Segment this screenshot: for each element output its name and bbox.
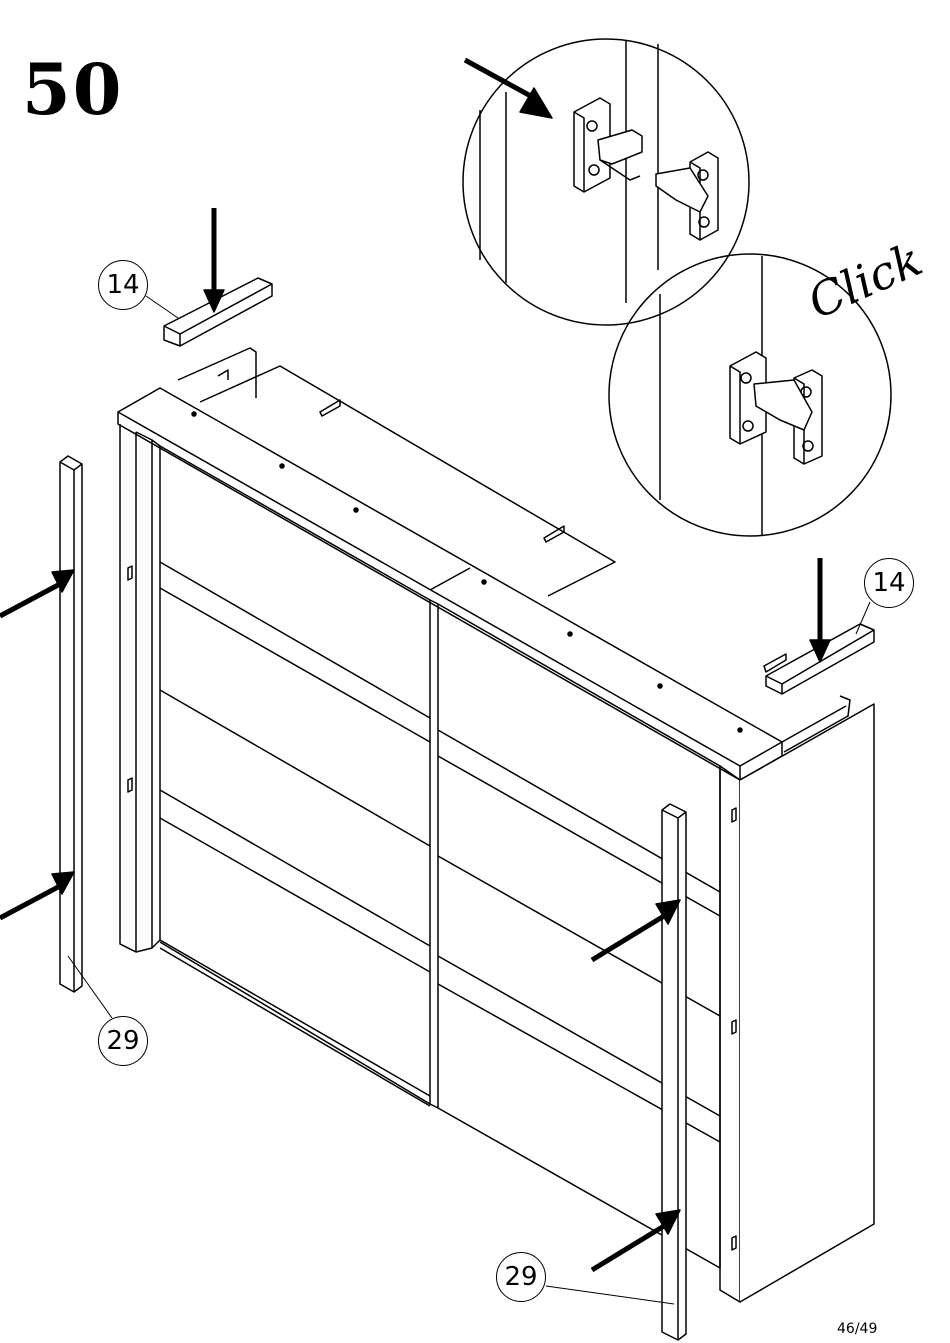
- post-right: [662, 804, 686, 1340]
- shelf-piece-left: [164, 278, 272, 346]
- step-number: 50: [22, 48, 123, 131]
- arrows: [0, 60, 830, 1270]
- callout-shelf-left: 14: [98, 260, 148, 310]
- callout-post-right: 29: [496, 1252, 546, 1302]
- wardrobe-body: [118, 348, 874, 1302]
- page-number: 46/49: [837, 1321, 877, 1337]
- callout-shelf-right: 14: [864, 558, 914, 608]
- callout-post-left: 29: [98, 1016, 148, 1066]
- post-left: [60, 456, 82, 992]
